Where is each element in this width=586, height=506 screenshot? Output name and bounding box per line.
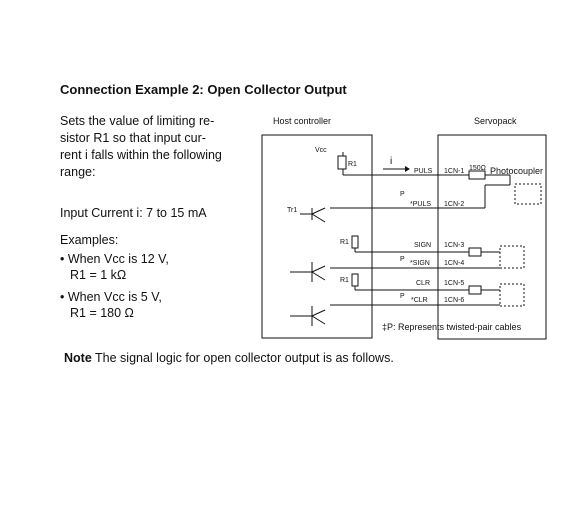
examples-label: Examples: [60, 233, 119, 247]
pin-1cn-3: 1CN-3 [444, 242, 464, 249]
note-text: The signal logic for open collector outp… [95, 351, 394, 365]
section-heading: Connection Example 2: Open Collector Out… [60, 82, 347, 97]
description-line: rent i falls within the following [60, 148, 222, 162]
pin-1cn-2: 1CN-2 [444, 201, 464, 208]
resistor-150-ohm [468, 170, 486, 180]
resistor-150-label: 150Ω [469, 165, 486, 172]
tr1-label: Tr1 [287, 207, 297, 214]
pin-1cn-4: 1CN-4 [444, 260, 464, 267]
example-12v: • When Vcc is 12 V, [60, 252, 169, 266]
signal-npuls: *PULS [410, 201, 431, 208]
p-label-3: P [400, 293, 405, 300]
example-12v-value: R1 = 1 kΩ [70, 268, 127, 282]
signal-sign: SIGN [414, 242, 431, 249]
p-label-1: P [400, 191, 405, 198]
p-label-2: P [400, 256, 405, 263]
servopack-label: Servopack [474, 116, 517, 126]
host-controller-label: Host controller [273, 116, 331, 126]
example-5v-value: R1 = 180 Ω [70, 306, 134, 320]
signal-nsign: *SIGN [410, 260, 430, 267]
r1-label-top: R1 [348, 161, 357, 168]
photocoupler-2 [499, 245, 525, 269]
photocoupler-1 [514, 183, 542, 205]
resistor-sign [468, 247, 482, 257]
pin-1cn-5: 1CN-5 [444, 280, 464, 287]
host-controller-box [261, 134, 373, 339]
description-paragraph: Sets the value of limiting re- sistor R1… [60, 113, 230, 181]
current-arrow-icon [405, 166, 410, 172]
r1-resistor-top [337, 155, 347, 170]
description-line: sistor R1 so that input cur- [60, 131, 206, 145]
current-i-label: i [390, 156, 392, 167]
twisted-pair-note: ‡P: Represents twisted-pair cables [382, 322, 522, 332]
signal-puls: PULS [414, 168, 433, 175]
resistor-clr [468, 285, 482, 295]
note-paragraph: Note The signal logic for open collector… [64, 350, 394, 367]
photocoupler-3 [499, 283, 525, 307]
r1-resistor-clr [351, 273, 359, 287]
r1-label-sign: R1 [340, 239, 349, 246]
vcc-label: Vcc [315, 147, 327, 154]
input-current-range: Input Current i: 7 to 15 mA [60, 206, 207, 220]
description-line: Sets the value of limiting re- [60, 114, 215, 128]
description-line: range: [60, 165, 96, 179]
signal-nclr: *CLR [411, 297, 428, 304]
servopack-box [437, 134, 547, 340]
signal-clr: CLR [416, 280, 430, 287]
r1-label-clr: R1 [340, 277, 349, 284]
example-5v: • When Vcc is 5 V, [60, 290, 162, 304]
photocoupler-label: Photocoupler [490, 166, 543, 176]
pin-1cn-6: 1CN-6 [444, 297, 464, 304]
r1-resistor-sign [351, 235, 359, 249]
note-label: Note [64, 351, 92, 365]
pin-1cn-1: 1CN-1 [444, 168, 464, 175]
